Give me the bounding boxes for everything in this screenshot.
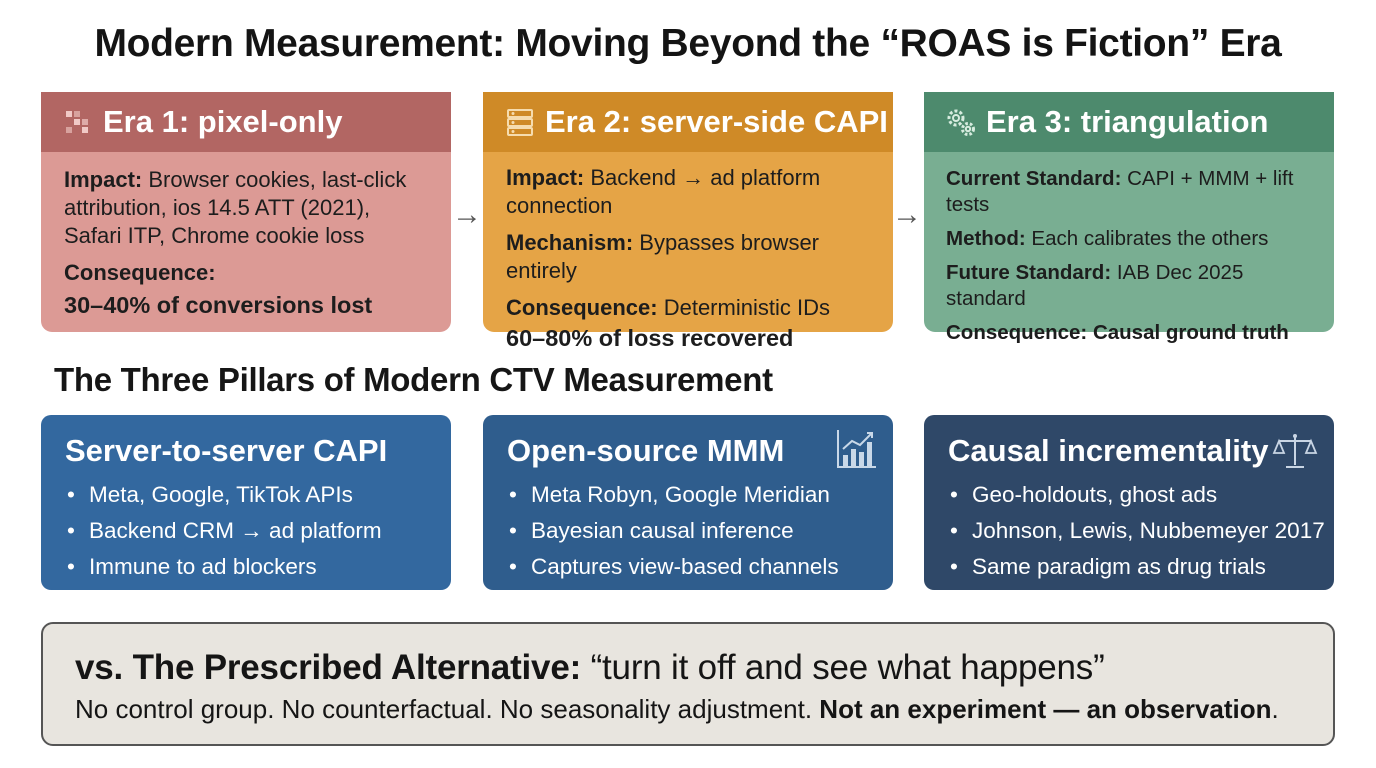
era-body: Current Standard: CAPI + MMM + lift test… [924, 152, 1334, 346]
era-row-current-standard: Current Standard: CAPI + MMM + lift test… [946, 167, 1294, 216]
server-icon [503, 105, 537, 139]
pillar-title: Server-to-server CAPI [65, 433, 388, 468]
era-card-pixel-only: Era 1: pixel-only Impact: Browser cookie… [41, 92, 451, 332]
gears-icon [944, 105, 978, 139]
era-row-consequence: Consequence: Causal ground truth [946, 321, 1289, 344]
era-card-triangulation: Era 3: triangulation Current Standard: C… [924, 92, 1334, 344]
era-card-server-side-capi: Era 2: server-side CAPI Impact: Backend … [483, 92, 893, 351]
pillar-card-mmm: Open-source MMM Meta Robyn, Google Merid… [483, 415, 893, 590]
pillar-list: Meta Robyn, Google Meridian Bayesian cau… [507, 477, 893, 585]
pillar-list: Geo-holdouts, ghost ads Johnson, Lewis, … [948, 477, 1334, 585]
alternative-headline: vs. The Prescribed Alternative: “turn it… [75, 648, 1333, 688]
list-item: Same paradigm as drug trials [948, 549, 1334, 585]
pixel-icon [61, 105, 95, 139]
era-row-impact: Impact: Browser cookies, last-click attr… [64, 167, 407, 248]
era-highlight: 30–40% of conversions lost [64, 292, 373, 318]
arrow-right-icon: → [452, 198, 482, 231]
era-row-consequence: Consequence: Deterministic IDs [506, 295, 830, 320]
era-row-impact: Impact: Backend → ad platform connection [506, 165, 821, 218]
era-header: Era 1: pixel-only [41, 92, 451, 152]
era-row-mechanism: Mechanism: Bypasses browser entirely [506, 230, 820, 283]
scales-icon [1273, 431, 1318, 471]
list-item: Meta Robyn, Google Meridian [507, 477, 893, 513]
era-heading: Era 1: pixel-only [103, 104, 343, 139]
era-row-future-standard: Future Standard: IAB Dec 2025 standard [946, 261, 1244, 310]
era-header: Era 3: triangulation [924, 92, 1334, 152]
era-row-method: Method: Each calibrates the others [946, 227, 1269, 250]
era-highlight: 60–80% of loss recovered [506, 325, 794, 351]
list-item: Johnson, Lewis, Nubbemeyer 2017 [948, 513, 1334, 549]
list-item: Bayesian causal inference [507, 513, 893, 549]
alternative-detail: No control group. No counterfactual. No … [75, 694, 1279, 724]
list-item: Backend CRM → ad platform [65, 513, 451, 549]
era-row-consequence: Consequence: [64, 260, 216, 285]
pillar-list: Meta, Google, TikTok APIs Backend CRM → … [65, 477, 451, 585]
bar-chart-icon [835, 427, 879, 476]
list-item: Meta, Google, TikTok APIs [65, 477, 451, 513]
section-title: The Three Pillars of Modern CTV Measurem… [54, 361, 773, 398]
pillar-card-incrementality: Causal incrementality Geo-holdouts, ghos… [924, 415, 1334, 590]
pillar-title: Open-source MMM [507, 433, 785, 468]
alternative-lead: vs. The Prescribed Alternative: [75, 648, 582, 687]
arrow-right-icon: → [892, 198, 922, 231]
list-item: Immune to ad blockers [65, 549, 451, 585]
page-title: Modern Measurement: Moving Beyond the “R… [94, 22, 1282, 65]
pillar-title-text: Causal incrementality [948, 433, 1269, 468]
alternative-quote: “turn it off and see what happens” [581, 648, 1105, 687]
era-body: Impact: Browser cookies, last-click attr… [41, 152, 451, 319]
era-header: Era 2: server-side CAPI [483, 92, 893, 152]
era-heading: Era 3: triangulation [986, 104, 1269, 139]
era-heading: Era 2: server-side CAPI [545, 104, 888, 139]
list-item: Captures view-based channels [507, 549, 893, 585]
pillar-card-capi: Server-to-server CAPI Meta, Google, TikT… [41, 415, 451, 590]
alternative-callout: vs. The Prescribed Alternative: “turn it… [41, 622, 1335, 746]
era-body: Impact: Backend → ad platform connection… [483, 152, 893, 352]
list-item: Geo-holdouts, ghost ads [948, 477, 1334, 513]
pillar-title: Causal incrementality [948, 431, 1334, 471]
